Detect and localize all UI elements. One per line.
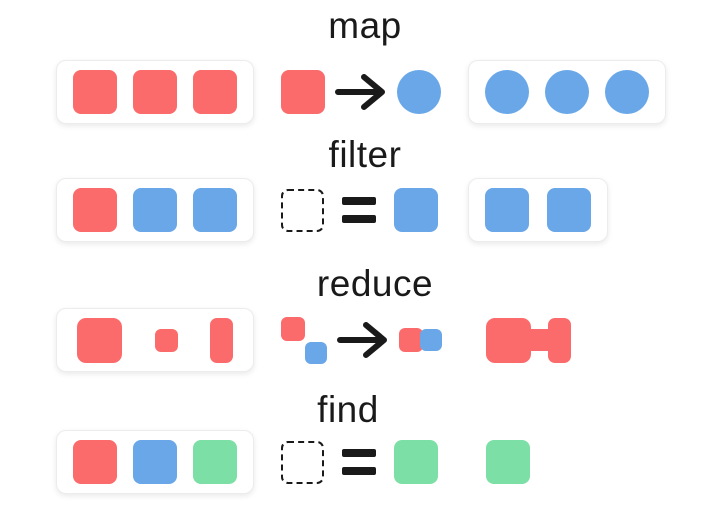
equals-icon — [342, 197, 376, 223]
filter-title: filter — [328, 134, 402, 175]
find-output-item — [486, 430, 530, 494]
blue-square — [394, 188, 438, 232]
blue-square — [193, 188, 237, 232]
reduce-operation — [281, 308, 442, 372]
arrow-icon — [335, 74, 385, 110]
red-square-large — [77, 317, 122, 363]
map-title: map — [328, 5, 402, 46]
find-predicate-match — [394, 440, 438, 484]
map-callback-input — [281, 70, 325, 114]
red-square — [73, 440, 117, 484]
reduce-input-array — [56, 308, 254, 372]
find-title: find — [317, 389, 379, 430]
green-square — [486, 440, 530, 484]
map-input-array — [56, 60, 254, 124]
red-chip — [399, 328, 423, 352]
map-callback-output — [397, 70, 441, 114]
red-rect-tall — [548, 317, 571, 363]
dashed-square — [281, 440, 324, 484]
blue-square — [547, 188, 591, 232]
filter-output-array — [468, 178, 608, 242]
red-connector — [530, 329, 549, 351]
blue-circle — [485, 70, 529, 114]
blue-square — [133, 188, 177, 232]
find-operation — [281, 430, 438, 494]
red-square-small — [154, 328, 178, 352]
find-predicate-slot — [281, 440, 324, 484]
red-chip — [281, 316, 305, 341]
red-rect-tall — [210, 317, 233, 363]
reduce-title: reduce — [316, 263, 434, 304]
arrow-icon — [337, 322, 387, 358]
reduce-combined-pair — [399, 328, 442, 352]
map-operation — [281, 60, 441, 124]
blue-chip-joined — [420, 329, 442, 351]
blue-circle — [397, 70, 441, 114]
equals-icon — [342, 449, 376, 475]
red-square — [193, 70, 237, 114]
map-output-array — [468, 60, 666, 124]
red-square — [73, 70, 117, 114]
reduce-accumulator-pair — [281, 316, 327, 364]
filter-predicate-match — [394, 188, 438, 232]
filter-predicate-slot — [281, 188, 324, 232]
red-square — [73, 188, 117, 232]
reduce-output-merged — [486, 308, 571, 372]
green-square — [193, 440, 237, 484]
blue-circle — [545, 70, 589, 114]
green-square — [394, 440, 438, 484]
red-square — [133, 70, 177, 114]
filter-input-array — [56, 178, 254, 242]
filter-operation — [281, 178, 438, 242]
blue-square — [133, 440, 177, 484]
find-input-array — [56, 430, 254, 494]
blue-circle — [605, 70, 649, 114]
blue-chip-offset — [305, 341, 327, 364]
red-square-large — [486, 317, 531, 363]
red-square — [281, 70, 325, 114]
dashed-square — [281, 188, 324, 232]
blue-square — [485, 188, 529, 232]
